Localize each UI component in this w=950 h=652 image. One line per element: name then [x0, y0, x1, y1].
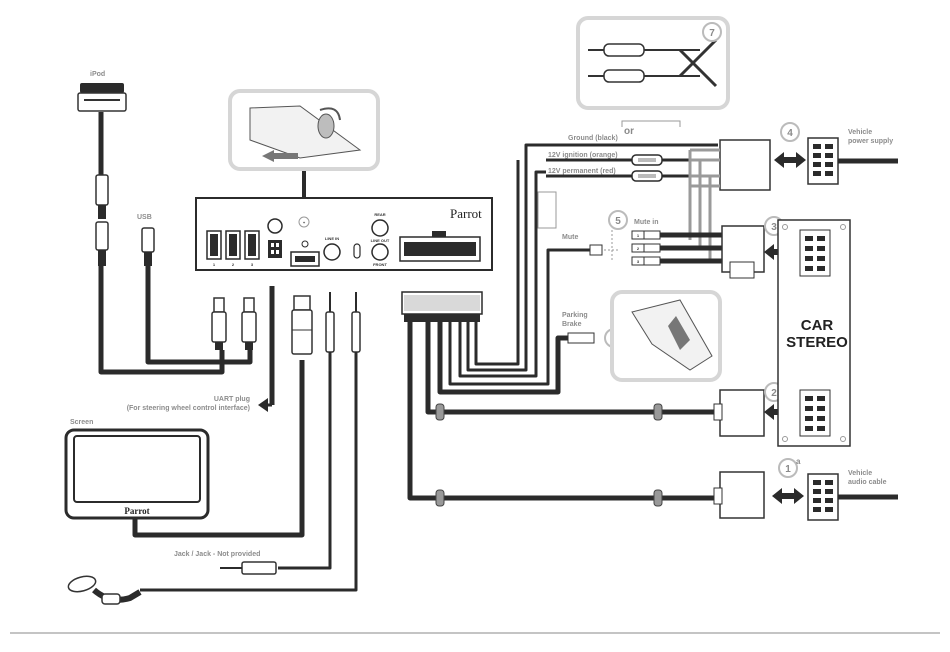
- usb-plug-icon: [211, 297, 227, 350]
- install-callout: [228, 89, 380, 171]
- screen-brand: Parrot: [124, 506, 149, 516]
- audio-connector: [713, 471, 765, 519]
- step-3-number: 3: [771, 222, 777, 233]
- mute-in-plugs: 1 2 3: [631, 230, 661, 266]
- or-label: or: [624, 126, 634, 137]
- unit-brand: Parrot: [450, 206, 482, 221]
- parking-label-2: Brake: [562, 321, 582, 328]
- step-1-suffix: a: [796, 457, 801, 466]
- usb-port-2-label: 2: [232, 262, 235, 267]
- rear-label: REAR: [374, 212, 385, 217]
- ignition-label: 12V ignition (orange): [548, 152, 618, 159]
- step-4-number: 4: [787, 128, 793, 139]
- mute-in-3: 3: [637, 259, 640, 264]
- mute-in-2: 2: [637, 246, 640, 251]
- mute-in-1: 1: [637, 233, 640, 238]
- usb-port-1-label: 1: [213, 262, 216, 267]
- jack-label: Jack / Jack - Not provided: [174, 551, 260, 558]
- vehicle-audio-connector: [807, 473, 839, 521]
- pedal-icon: [610, 290, 722, 382]
- front-label: FRONT: [373, 262, 387, 267]
- screen-device: Parrot: [64, 428, 210, 520]
- fuse-icon: [631, 154, 663, 166]
- double-arrow-icon: [774, 152, 806, 168]
- ipod-connector-icon: iPod: [77, 71, 127, 112]
- vehicle-power-label-2: power supply: [848, 138, 893, 145]
- step-2-number: 2: [771, 388, 777, 399]
- uart-sublabel: (For steering wheel control interface): [127, 405, 250, 412]
- jack-plug-icon: [325, 292, 335, 353]
- step-5-number: 5: [615, 216, 621, 227]
- head-unit: Parrot 1 2 3 LINE IN REAR LINE OUT FRONT: [195, 197, 493, 271]
- line-in-label: LINE IN: [325, 236, 339, 241]
- vehicle-power-label-1: Vehicle: [848, 129, 872, 136]
- car-stereo-label-1: CAR: [801, 317, 834, 334]
- usb-plug-icon: [95, 174, 109, 266]
- screen-label: Screen: [70, 419, 93, 426]
- line-out-label: LINE OUT: [371, 238, 390, 243]
- usb-port-3-label: 3: [251, 262, 254, 267]
- stereo-connector-a: [721, 225, 765, 279]
- power-connector: [688, 139, 771, 260]
- fuse-icon: [631, 170, 663, 182]
- car-stereo: CAR STEREO: [777, 219, 851, 447]
- stereo-connector-b: [713, 389, 765, 437]
- video-plug-icon: [291, 295, 313, 355]
- ipod-label: iPod: [90, 71, 105, 78]
- parking-label-1: Parking: [562, 312, 588, 319]
- vehicle-power-connector: [807, 137, 839, 185]
- mute-in-label: Mute in: [634, 219, 659, 226]
- uart-label: UART plug: [214, 396, 250, 403]
- iso-harness-plug: [401, 291, 483, 322]
- double-arrow-icon: [772, 488, 804, 504]
- usb-label: USB: [137, 214, 152, 221]
- ground-label: Ground (black): [568, 135, 618, 142]
- permanent-label: 12V permanent (red): [548, 168, 616, 175]
- step-7-callout: 7: [576, 16, 730, 110]
- usb-plug-icon: [241, 297, 257, 350]
- vehicle-audio-label-1: Vehicle: [848, 470, 872, 477]
- vehicle-audio-label-2: audio cable: [848, 479, 887, 486]
- jack-plug-icon: [351, 292, 361, 353]
- usb-plug-icon: USB: [137, 214, 155, 266]
- svg-text:+: +: [303, 220, 306, 225]
- mute-label: Mute: [562, 234, 578, 241]
- step-7-number: 7: [709, 28, 715, 39]
- car-stereo-label-2: STEREO: [786, 334, 848, 351]
- microphone-icon: [67, 575, 142, 605]
- step-1-number: 1: [785, 464, 791, 475]
- jack-plug-icon: [220, 561, 277, 575]
